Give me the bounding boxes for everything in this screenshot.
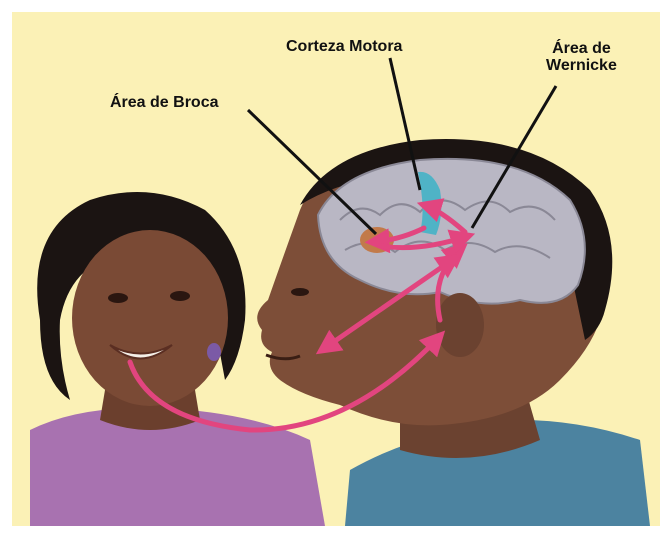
woman-eye-left xyxy=(108,293,128,303)
woman-earring-icon xyxy=(207,343,221,361)
wernicke-label-line2: Wernicke xyxy=(546,57,617,74)
motor-cortex-label: Corteza Motora xyxy=(286,38,402,55)
broca-area-label: Área de Broca xyxy=(110,94,219,111)
woman-eye-right xyxy=(170,291,190,301)
wernicke-label-line1: Área de xyxy=(546,40,617,57)
man-ear xyxy=(436,293,484,357)
man-eye xyxy=(291,288,309,296)
woman-face xyxy=(72,230,228,406)
wernicke-area-label: Área de Wernicke xyxy=(546,40,617,74)
